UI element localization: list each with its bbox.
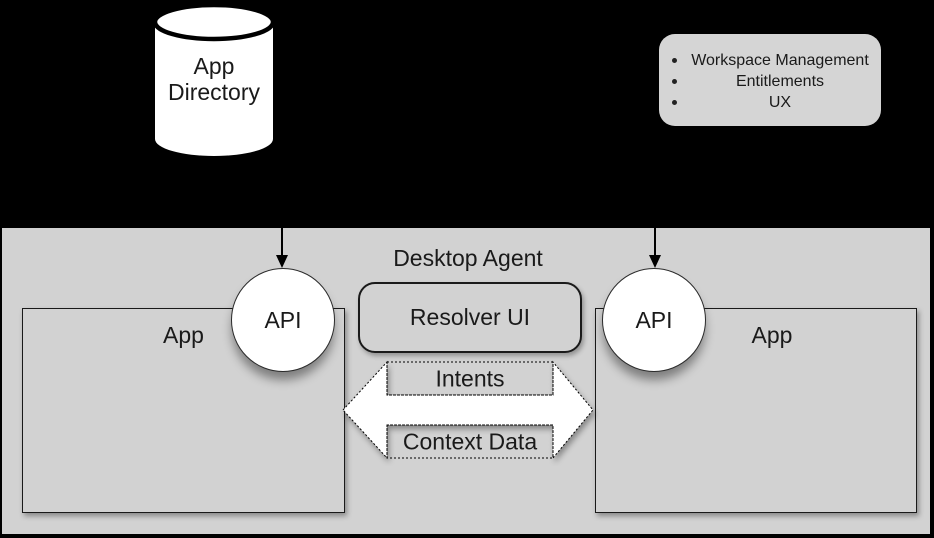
context-data-label: Context Data (403, 429, 537, 455)
right-api-circle: API (602, 268, 706, 372)
feature-item: Entitlements (659, 71, 881, 92)
intents-context-exchange-arrow: Intents Context Data (342, 360, 594, 460)
feature-item-label: Entitlements (735, 73, 825, 90)
feature-item: Workspace Management (659, 50, 881, 71)
app-directory-label-line2: Directory (168, 79, 261, 105)
cylinder-top (153, 2, 276, 42)
arrowhead-down-icon (276, 255, 288, 268)
context-data-label-frame (386, 424, 554, 459)
bullet-icon (672, 79, 677, 84)
app-directory-database-icon: App Directory (153, 2, 276, 156)
left-app-label: App (163, 322, 204, 348)
intents-label: Intents (435, 366, 504, 392)
resolver-ui-box: Resolver UI (358, 282, 582, 353)
desktop-agent-title: Desktop Agent (393, 245, 543, 271)
desktop-agent-features-box: Workspace Management Entitlements UX (659, 34, 881, 126)
right-api-label: API (635, 306, 673, 333)
cylinder-body (155, 22, 273, 139)
features-to-api-arrow (649, 228, 661, 268)
desktop-agent-panel: Desktop Agent App App Intents Context Da… (2, 228, 930, 534)
arrowhead-down-icon (649, 255, 661, 268)
intents-label-frame (386, 361, 554, 396)
feature-item: UX (659, 92, 881, 113)
right-app-box: App (595, 308, 917, 513)
app-directory-to-api-arrow (276, 228, 288, 268)
double-arrow-shape (342, 360, 594, 460)
resolver-ui-label: Resolver UI (409, 304, 531, 330)
app-directory-label-line1: App (194, 53, 235, 79)
left-api-label: API (264, 306, 302, 333)
right-app-label: App (751, 322, 793, 348)
bullet-icon (672, 58, 677, 63)
feature-item-label: UX (768, 94, 792, 111)
left-api-circle: API (231, 268, 335, 372)
bullet-icon (672, 100, 677, 105)
feature-item-label: Workspace Management (691, 52, 869, 69)
